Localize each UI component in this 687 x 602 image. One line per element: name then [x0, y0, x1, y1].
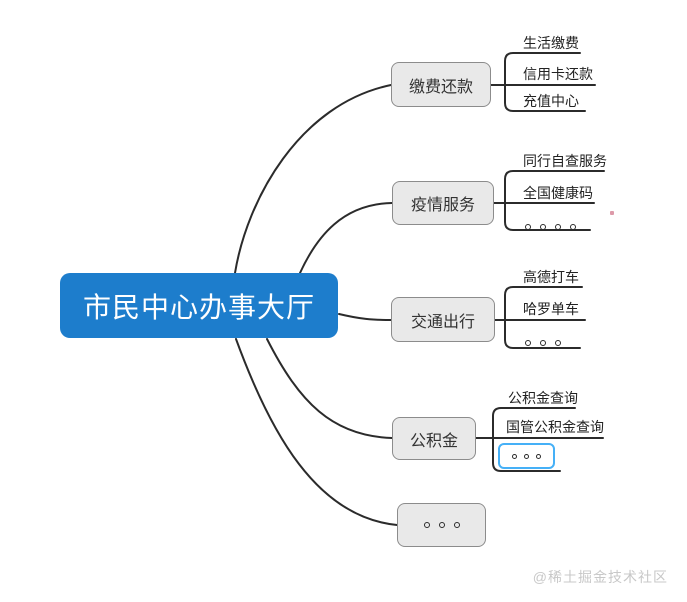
- dot-glyph: [569, 223, 576, 230]
- bracket-payments: [504, 52, 586, 112]
- dot-glyph: [524, 339, 531, 346]
- dot-glyph: [524, 453, 529, 459]
- branch-node-transport[interactable]: 交通出行: [391, 297, 495, 342]
- dot-glyph: [512, 453, 517, 459]
- branch-node-more[interactable]: [397, 503, 486, 547]
- dot-glyph: [453, 522, 460, 528]
- curve-root-to-epidemic: [299, 202, 393, 274]
- dot-glyph: [554, 339, 561, 346]
- curve-root-to-payments: [234, 84, 392, 274]
- branch-node-payments[interactable]: 缴费还款: [391, 62, 491, 107]
- bracket-housing-fund: [492, 407, 576, 472]
- dot-glyph: [438, 522, 445, 528]
- dot-glyph: [539, 339, 546, 346]
- leaf-node-life-payment[interactable]: 生活缴费: [523, 35, 579, 51]
- leaf-node-more-epidemic[interactable]: [520, 217, 580, 236]
- leaf-node-travel-self-check[interactable]: 同行自查服务: [523, 153, 607, 169]
- selected-leaf-node-more-fund[interactable]: [498, 443, 555, 469]
- branch-node-housing-fund[interactable]: 公积金: [392, 417, 476, 460]
- curve-root-to-transport: [338, 313, 392, 321]
- watermark: @稀土掘金技术社区: [532, 569, 668, 585]
- bracket-epidemic: [504, 170, 605, 231]
- dot-glyph: [423, 522, 430, 528]
- bracket-transport: [504, 286, 583, 349]
- leaf-node-recharge-center[interactable]: 充值中心: [523, 93, 579, 109]
- branch-node-epidemic[interactable]: 疫情服务: [392, 181, 494, 225]
- leaf-node-national-health-code[interactable]: 全国健康码: [523, 185, 593, 201]
- red-mark: [610, 211, 614, 215]
- leaf-node-fund-query[interactable]: 公积金查询: [508, 390, 578, 406]
- dot-glyph: [524, 223, 531, 230]
- leaf-node-more-transport[interactable]: [520, 333, 565, 352]
- root-node[interactable]: 市民中心办事大厅: [60, 273, 338, 338]
- leaf-node-gaode-taxi[interactable]: 高德打车: [523, 269, 579, 285]
- dot-glyph: [554, 223, 561, 230]
- curve-root-to-housing-fund: [266, 338, 393, 439]
- curve-root-to-more: [235, 338, 398, 526]
- leaf-node-credit-card-repay[interactable]: 信用卡还款: [523, 66, 593, 82]
- leaf-node-hello-bike[interactable]: 哈罗单车: [523, 301, 579, 317]
- dot-glyph: [539, 223, 546, 230]
- leaf-node-national-fund-query[interactable]: 国管公积金查询: [506, 419, 604, 435]
- dot-glyph: [536, 453, 541, 459]
